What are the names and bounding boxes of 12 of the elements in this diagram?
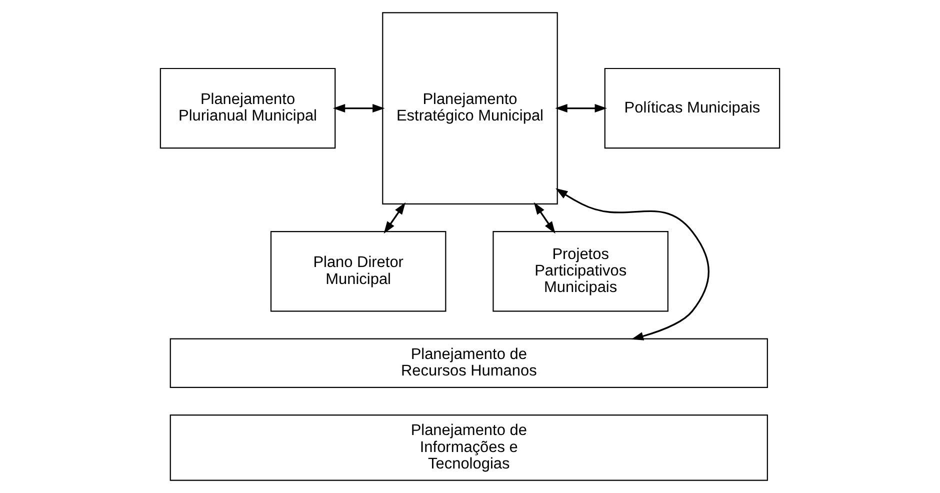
node-box: Políticas Municipais bbox=[604, 68, 780, 149]
arrow bbox=[555, 104, 607, 113]
node-box: Planejamento Plurianual Municipal bbox=[160, 68, 336, 149]
arrow bbox=[332, 104, 385, 113]
node-box: Planejamento de Informações e Tecnologias bbox=[170, 414, 768, 481]
node-box: Plano Diretor Municipal bbox=[270, 231, 446, 312]
node-box: Planejamento de Recursos Humanos bbox=[170, 338, 768, 388]
arrow bbox=[556, 188, 710, 340]
node-box: Projetos Participativos Municipais bbox=[492, 231, 668, 312]
arrow bbox=[534, 202, 556, 234]
node-box: Planejamento Estratégico Municipal bbox=[382, 12, 558, 204]
arrow bbox=[384, 202, 406, 234]
